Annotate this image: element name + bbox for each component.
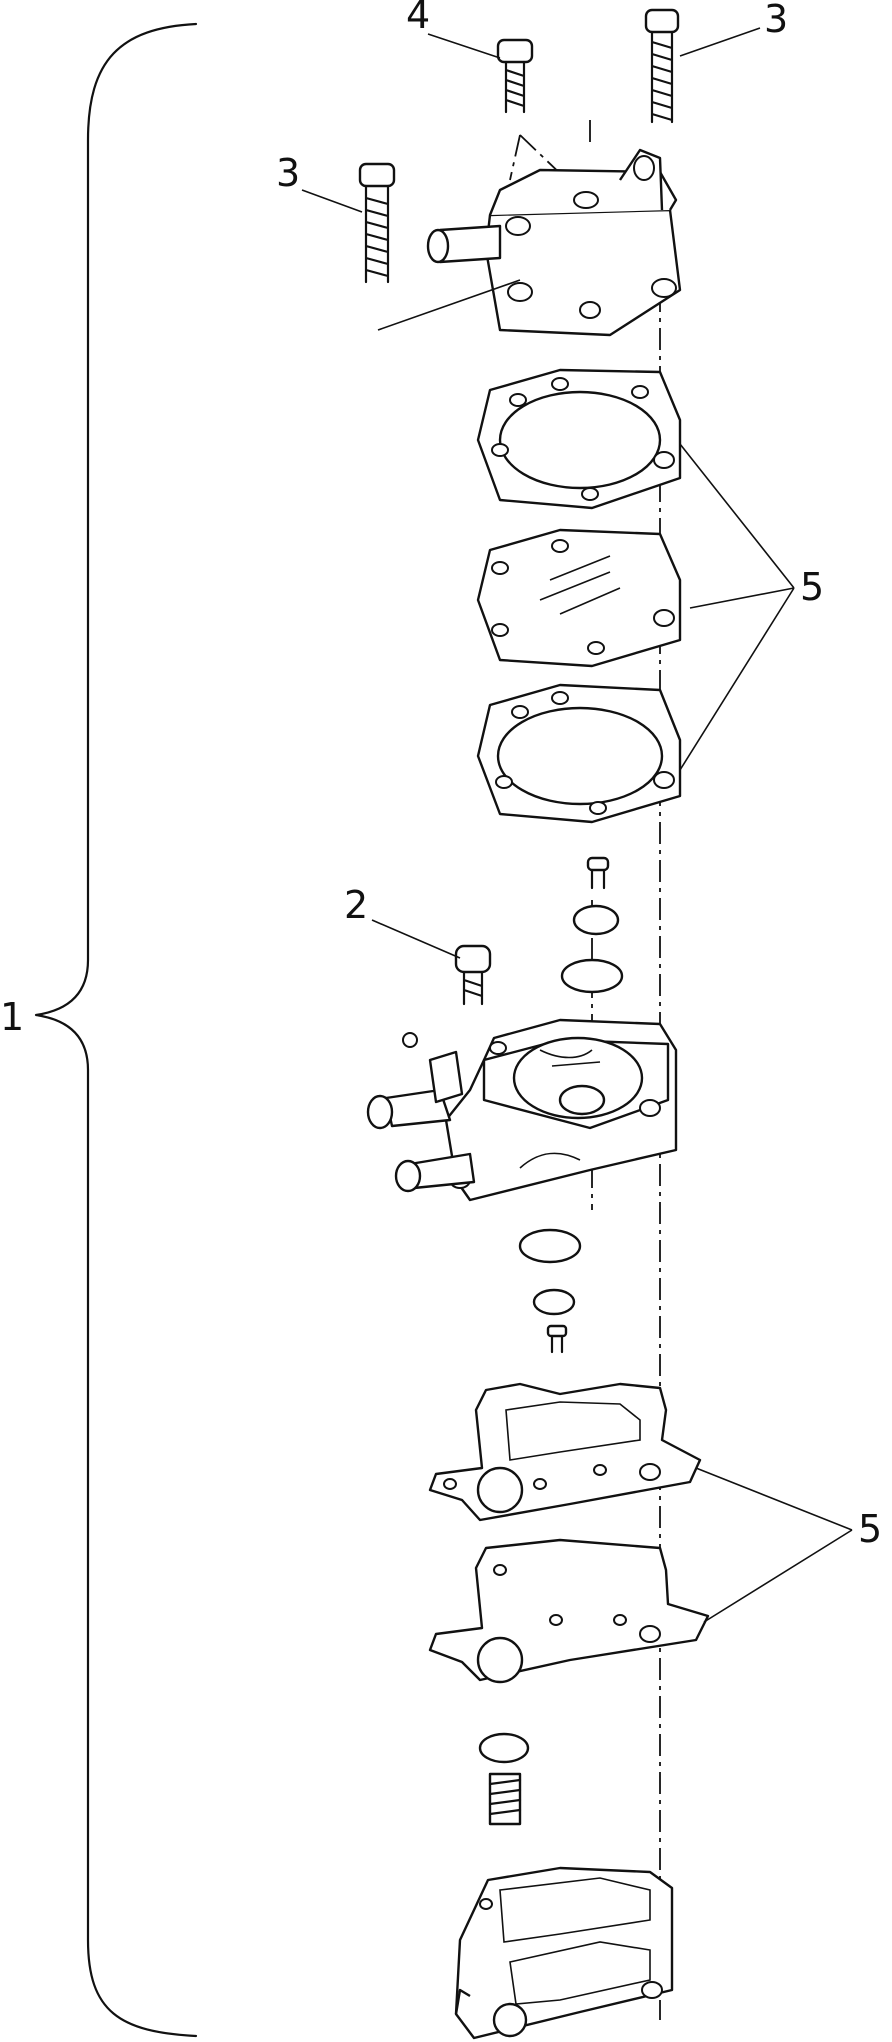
callout-gasket-set-lower: 5 (858, 1507, 882, 1551)
fitting-marker (402, 1032, 418, 1048)
leader-gasket-set-lower (695, 1467, 853, 1623)
diaphragm-middle (476, 528, 682, 668)
leader-diaphragm-set-upper (679, 443, 795, 771)
leader-screw-short (427, 33, 501, 59)
gasket-lower-2 (428, 1538, 710, 1684)
valve-screw-upper (586, 856, 610, 890)
valve-disc-lower (518, 1228, 582, 1264)
callout-screw-short: 4 (406, 0, 430, 37)
callout-assembly: 1 (0, 995, 24, 1039)
screw-long-right-3 (644, 8, 680, 124)
leader-cover-bracket (377, 279, 521, 331)
callout-diaphragm-set-upper: 5 (800, 565, 824, 609)
gasket-upper-3 (476, 683, 682, 824)
leader-screw-long-right (679, 27, 761, 57)
valve-screw-lower (546, 1324, 568, 1354)
screw-small-2 (454, 944, 492, 1006)
check-valve-spring (488, 1772, 522, 1826)
pump-top-cover (426, 148, 682, 337)
leader-screw-long-left (301, 189, 363, 213)
valve-retainer-lower (532, 1288, 576, 1316)
valve-disc-upper (560, 958, 624, 994)
screw-long-left-3 (358, 162, 396, 284)
gasket-upper-1 (476, 368, 682, 510)
pump-body (366, 1018, 678, 1202)
screw-short-4 (496, 38, 534, 114)
callout-screw-long-left: 3 (276, 151, 300, 195)
pump-base-plate (454, 1866, 674, 2040)
gasket-lower-1 (428, 1382, 702, 1522)
check-valve-cap (478, 1732, 530, 1764)
leader-screw-small (371, 919, 461, 959)
callout-screw-small: 2 (344, 883, 368, 927)
valve-retainer-upper (572, 904, 620, 936)
assembly-brace (34, 22, 198, 2038)
callout-screw-long-right: 3 (764, 0, 788, 41)
